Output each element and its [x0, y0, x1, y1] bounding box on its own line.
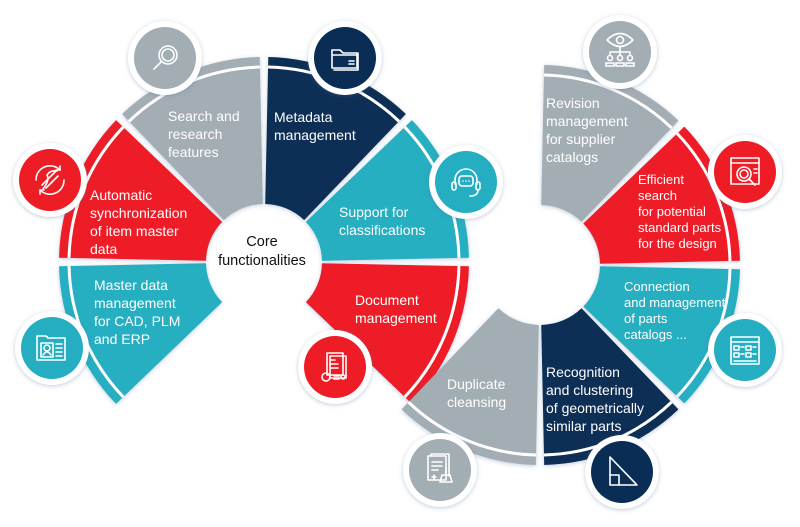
segment-support-label: Support for classifications	[339, 204, 425, 238]
core-title-line-1: Core	[246, 234, 277, 250]
segment-duplicate-wedge	[401, 308, 539, 465]
label-line: of parts	[624, 311, 668, 326]
sync-dna-icon-glyph	[35, 165, 65, 195]
segment-revision-rim-stripe	[543, 73, 673, 129]
documents-gear-icon	[298, 330, 372, 404]
folder-icon-glyph	[331, 49, 359, 71]
segment-recognition-wedge	[541, 308, 679, 465]
segment-duplicate-rim-stripe	[407, 401, 537, 457]
catalog-grid-icon-glyph	[730, 336, 760, 365]
label-line: similar parts	[546, 418, 621, 434]
icon-bubble	[435, 151, 497, 213]
icon-bubble	[714, 319, 776, 381]
eye-hierarchy-icon	[583, 15, 657, 89]
label-line: synchronization	[90, 205, 187, 221]
label-line: data	[90, 241, 117, 257]
folder-icon	[308, 21, 382, 95]
segment-revision	[541, 65, 679, 222]
label-line: Recognition	[546, 364, 620, 380]
triangle-ruler-icon-glyph	[609, 456, 638, 486]
icon-bubble	[21, 317, 83, 379]
segment-metadata-label: Metadata management	[274, 109, 356, 143]
label-line: management	[546, 113, 628, 129]
label-line: Revision	[546, 95, 600, 111]
document-broom-icon-glyph	[427, 453, 453, 483]
core-title-line-2: functionalities	[218, 253, 306, 269]
label-line: Duplicate	[447, 376, 506, 392]
label-line: Efficient	[638, 172, 684, 187]
label-line: for CAD, PLM	[94, 313, 180, 329]
magnifier-icon	[128, 21, 202, 95]
sync-dna-icon	[13, 143, 87, 217]
icon-bubble	[314, 27, 376, 89]
segment-document-label: Document management	[355, 292, 437, 326]
segment-efficient-wedge	[583, 126, 740, 264]
browser-search-icon	[708, 135, 782, 209]
label-line: catalogs ...	[624, 327, 687, 342]
id-card-icon	[15, 311, 89, 385]
label-line: and clustering	[546, 382, 633, 398]
label-line: catalogs	[546, 149, 598, 165]
eye-hierarchy-icon-glyph	[605, 32, 635, 67]
headset-chat-icon	[429, 145, 503, 219]
browser-search-icon-glyph	[730, 157, 760, 186]
id-card-icon-glyph	[36, 335, 66, 361]
segment-document-rim-stripe	[403, 266, 461, 399]
segment-revision-wedge	[541, 65, 679, 222]
label-line: Automatic	[90, 187, 152, 203]
label-line: Connection	[624, 279, 690, 294]
label-line: of geometrically	[546, 400, 644, 416]
document-broom-icon	[403, 433, 477, 507]
catalog-grid-icon	[708, 313, 782, 387]
label-line: for supplier	[546, 131, 616, 147]
icon-bubble	[134, 27, 196, 89]
label-line: cleansing	[447, 394, 506, 410]
label-line: for potential	[638, 204, 706, 219]
label-line: Document	[355, 292, 419, 308]
segment-master-label: Master data management for CAD, PLM and ERP	[94, 277, 180, 347]
segment-recognition-label: Recognition and clustering of geometricall…	[546, 364, 644, 434]
icon-bubble	[19, 149, 81, 211]
segment-document	[305, 263, 469, 404]
label-line: Search and	[168, 108, 240, 124]
segment-revision-label: Revision management for supplier catalogs	[546, 95, 628, 165]
magnifier-icon-glyph	[153, 45, 178, 70]
label-line: Support for	[339, 204, 409, 220]
segment-autosync-label: Automatic synchronization of item master da…	[90, 187, 187, 257]
triangle-ruler-icon	[585, 435, 659, 509]
label-line: Master data	[94, 277, 168, 293]
segment-search-label: Search and research features	[168, 108, 240, 160]
label-line: features	[168, 144, 219, 160]
documents-gear-icon-glyph	[321, 352, 347, 382]
label-line: management	[94, 295, 176, 311]
icon-bubble	[591, 441, 653, 503]
label-line: for the design	[638, 236, 717, 251]
label-line: management	[274, 127, 356, 143]
label-line: Metadata	[274, 109, 333, 125]
segment-connection-wedge	[583, 266, 740, 404]
icon-bubble	[409, 439, 471, 501]
label-line: standard parts	[638, 220, 722, 235]
label-line: management	[355, 310, 437, 326]
label-line: search	[638, 188, 677, 203]
label-line: and ERP	[94, 331, 150, 347]
segment-duplicate-label: Duplicate cleansing	[447, 376, 506, 410]
segment-duplicate	[401, 308, 539, 465]
label-line: and management	[624, 295, 726, 310]
icon-bubble	[714, 141, 776, 203]
label-line: of item master	[90, 223, 179, 239]
label-line: research	[168, 126, 222, 142]
label-line: classifications	[339, 222, 425, 238]
icon-bubble	[304, 336, 366, 398]
headset-chat-icon-glyph	[451, 168, 481, 197]
